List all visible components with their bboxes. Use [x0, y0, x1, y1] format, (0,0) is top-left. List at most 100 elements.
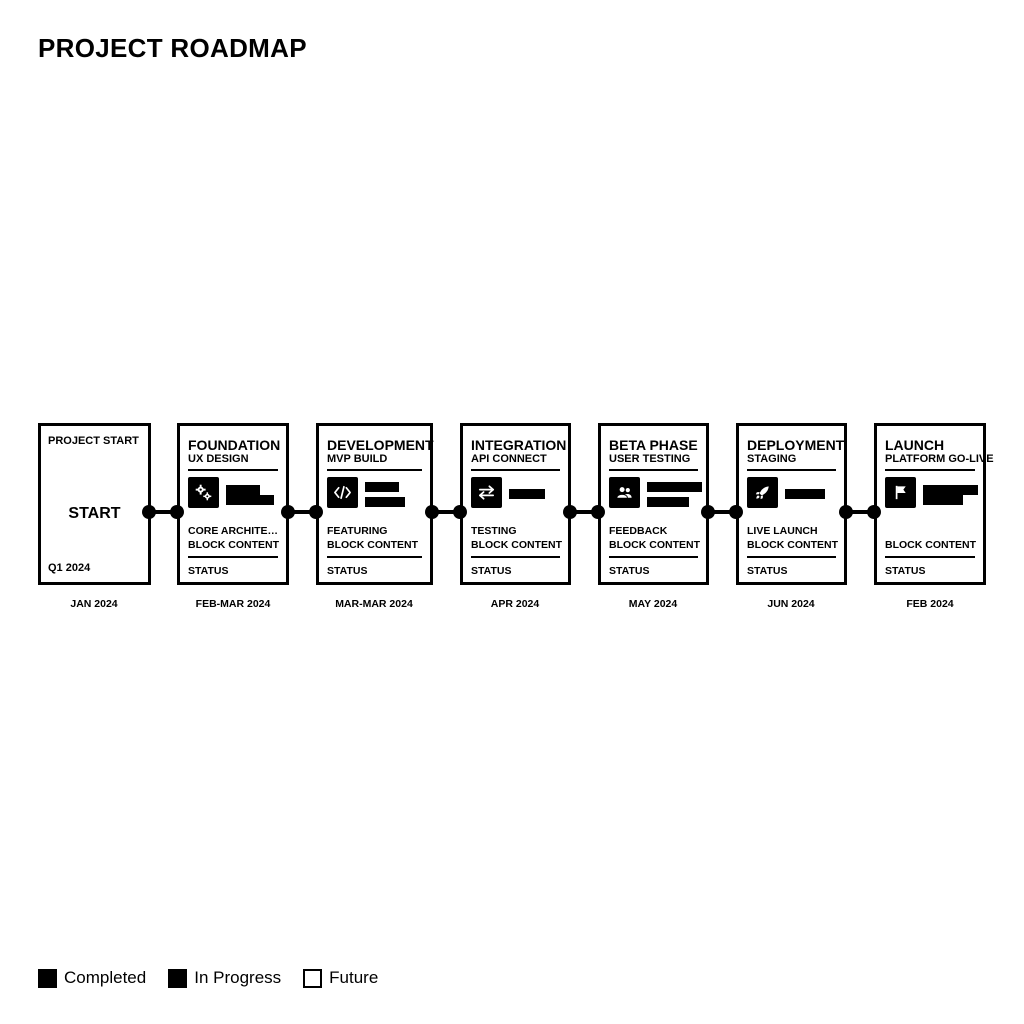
progress-bar-block [226, 485, 260, 495]
phase-subtitle: UX DESIGN [188, 453, 249, 465]
timeline-node [453, 505, 467, 519]
date-label: FEB-MAR 2024 [195, 598, 271, 610]
task-label: CORE ARCHITECT... [188, 525, 282, 537]
timeline-node [563, 505, 577, 519]
date-label: JUN 2024 [767, 598, 815, 610]
timeline-node [425, 505, 439, 519]
phase-card-integration[interactable]: INTEGRATION API CONNECT TESTING BLOCK CO… [460, 423, 571, 585]
divider [327, 469, 422, 471]
gears-icon [188, 477, 219, 508]
divider [471, 469, 560, 471]
progress-bar-block [923, 495, 963, 505]
timeline-node [867, 505, 881, 519]
progress-bar-block [226, 495, 274, 505]
timeline-node [309, 505, 323, 519]
timeline-connector [288, 510, 317, 514]
timeline-node [281, 505, 295, 519]
divider [747, 556, 836, 558]
phase-subtitle: STAGING [747, 453, 797, 465]
users-icon [609, 477, 640, 508]
phase-card-development[interactable]: DEVELOPMENT MVP BUILD FEATURING BLOCK CO… [316, 423, 434, 585]
phase-title: LAUNCH [885, 437, 945, 453]
date-label: JAN 2024 [70, 598, 118, 610]
phase-card-beta-phase[interactable]: BETA PHASE USER TESTING FEEDBACK BLOCK C… [598, 423, 709, 585]
divider [471, 556, 560, 558]
start-card[interactable]: PROJECT START START Q1 2024 [38, 423, 151, 585]
progress-bar-block [365, 482, 399, 492]
completed-swatch [38, 968, 57, 988]
status-label: STATUS [885, 565, 926, 577]
divider [188, 556, 278, 558]
progress-bar-block [509, 489, 545, 499]
phase-card-foundation[interactable]: FOUNDATION UX DESIGN CORE ARCHITECT... B… [177, 423, 289, 585]
progress-bar-block [923, 485, 978, 495]
progress-bar-block [647, 497, 689, 507]
legend-item-completed: Completed [38, 968, 146, 988]
block-content-label: BLOCK CONTENT [327, 539, 418, 551]
timeline-node [591, 505, 605, 519]
timeline-connector [846, 510, 875, 514]
timeline-node [701, 505, 715, 519]
block-content-label: BLOCK CONTENT [885, 539, 976, 551]
phase-title: FOUNDATION [188, 437, 281, 453]
phase-title: INTEGRATION [471, 437, 567, 453]
legend-label: In Progress [194, 968, 282, 987]
status-label: STATUS [609, 565, 650, 577]
date-label: MAY 2024 [628, 598, 678, 610]
phase-subtitle: API CONNECT [471, 453, 547, 465]
timeline-node [170, 505, 184, 519]
arrows-swap-icon [471, 477, 502, 508]
timeline-connector [708, 510, 737, 514]
divider [327, 556, 422, 558]
status-label: STATUS [471, 565, 512, 577]
progress-bar-block [785, 489, 825, 499]
legend-item-future: Future [303, 968, 378, 988]
divider [609, 556, 698, 558]
block-content-label: BLOCK CONTENT [609, 539, 700, 551]
date-label: APR 2024 [490, 598, 540, 610]
timeline-node [729, 505, 743, 519]
divider [885, 556, 975, 558]
timeline-node [142, 505, 156, 519]
rocket-icon [747, 477, 778, 508]
page-title: PROJECT ROADMAP [38, 33, 307, 63]
date-label: MAR-MAR 2024 [335, 598, 413, 610]
start-label: PROJECT START [48, 435, 139, 447]
legend-item-in-progress: In Progress [168, 968, 281, 988]
progress-bar-block [647, 482, 702, 492]
task-label: FEEDBACK [609, 525, 668, 537]
phase-title: DEPLOYMENT [747, 437, 845, 453]
status-label: STATUS [747, 565, 788, 577]
status-label: STATUS [327, 565, 368, 577]
status-label: STATUS [188, 565, 229, 577]
task-label: FEATURING [327, 525, 388, 537]
phase-subtitle: PLATFORM GO-LIVE [885, 453, 994, 465]
task-label: LIVE LAUNCH [747, 525, 818, 537]
phase-subtitle: MVP BUILD [327, 453, 388, 465]
timeline-node [839, 505, 853, 519]
divider [747, 469, 836, 471]
in-progress-swatch [168, 968, 188, 988]
timeline-connector [149, 510, 178, 514]
divider [885, 469, 975, 471]
task-label: TESTING [471, 525, 517, 537]
divider [609, 469, 698, 471]
date-label: FEB 2024 [906, 598, 954, 610]
flag-icon [885, 477, 916, 508]
legend-label: Completed [64, 968, 147, 987]
phase-title: DEVELOPMENT [327, 437, 434, 453]
start-big-text: START [68, 505, 121, 522]
phase-card-launch[interactable]: LAUNCH PLATFORM GO-LIVE BLOCK CONTENT ST… [874, 423, 994, 585]
legend-label: Future [329, 968, 379, 987]
legend: Completed In Progress Future [38, 968, 400, 988]
block-content-label: BLOCK CONTENT [471, 539, 562, 551]
phase-subtitle: USER TESTING [609, 453, 691, 465]
phase-title: BETA PHASE [609, 437, 698, 453]
future-swatch [303, 968, 323, 988]
block-content-label: BLOCK CONTENT [747, 539, 838, 551]
phase-card-deployment[interactable]: DEPLOYMENT STAGING LIVE LAUNCH BLOCK CON… [736, 423, 847, 585]
timeline-connector [570, 510, 599, 514]
block-content-label: BLOCK CONTENT [188, 539, 279, 551]
divider [188, 469, 278, 471]
